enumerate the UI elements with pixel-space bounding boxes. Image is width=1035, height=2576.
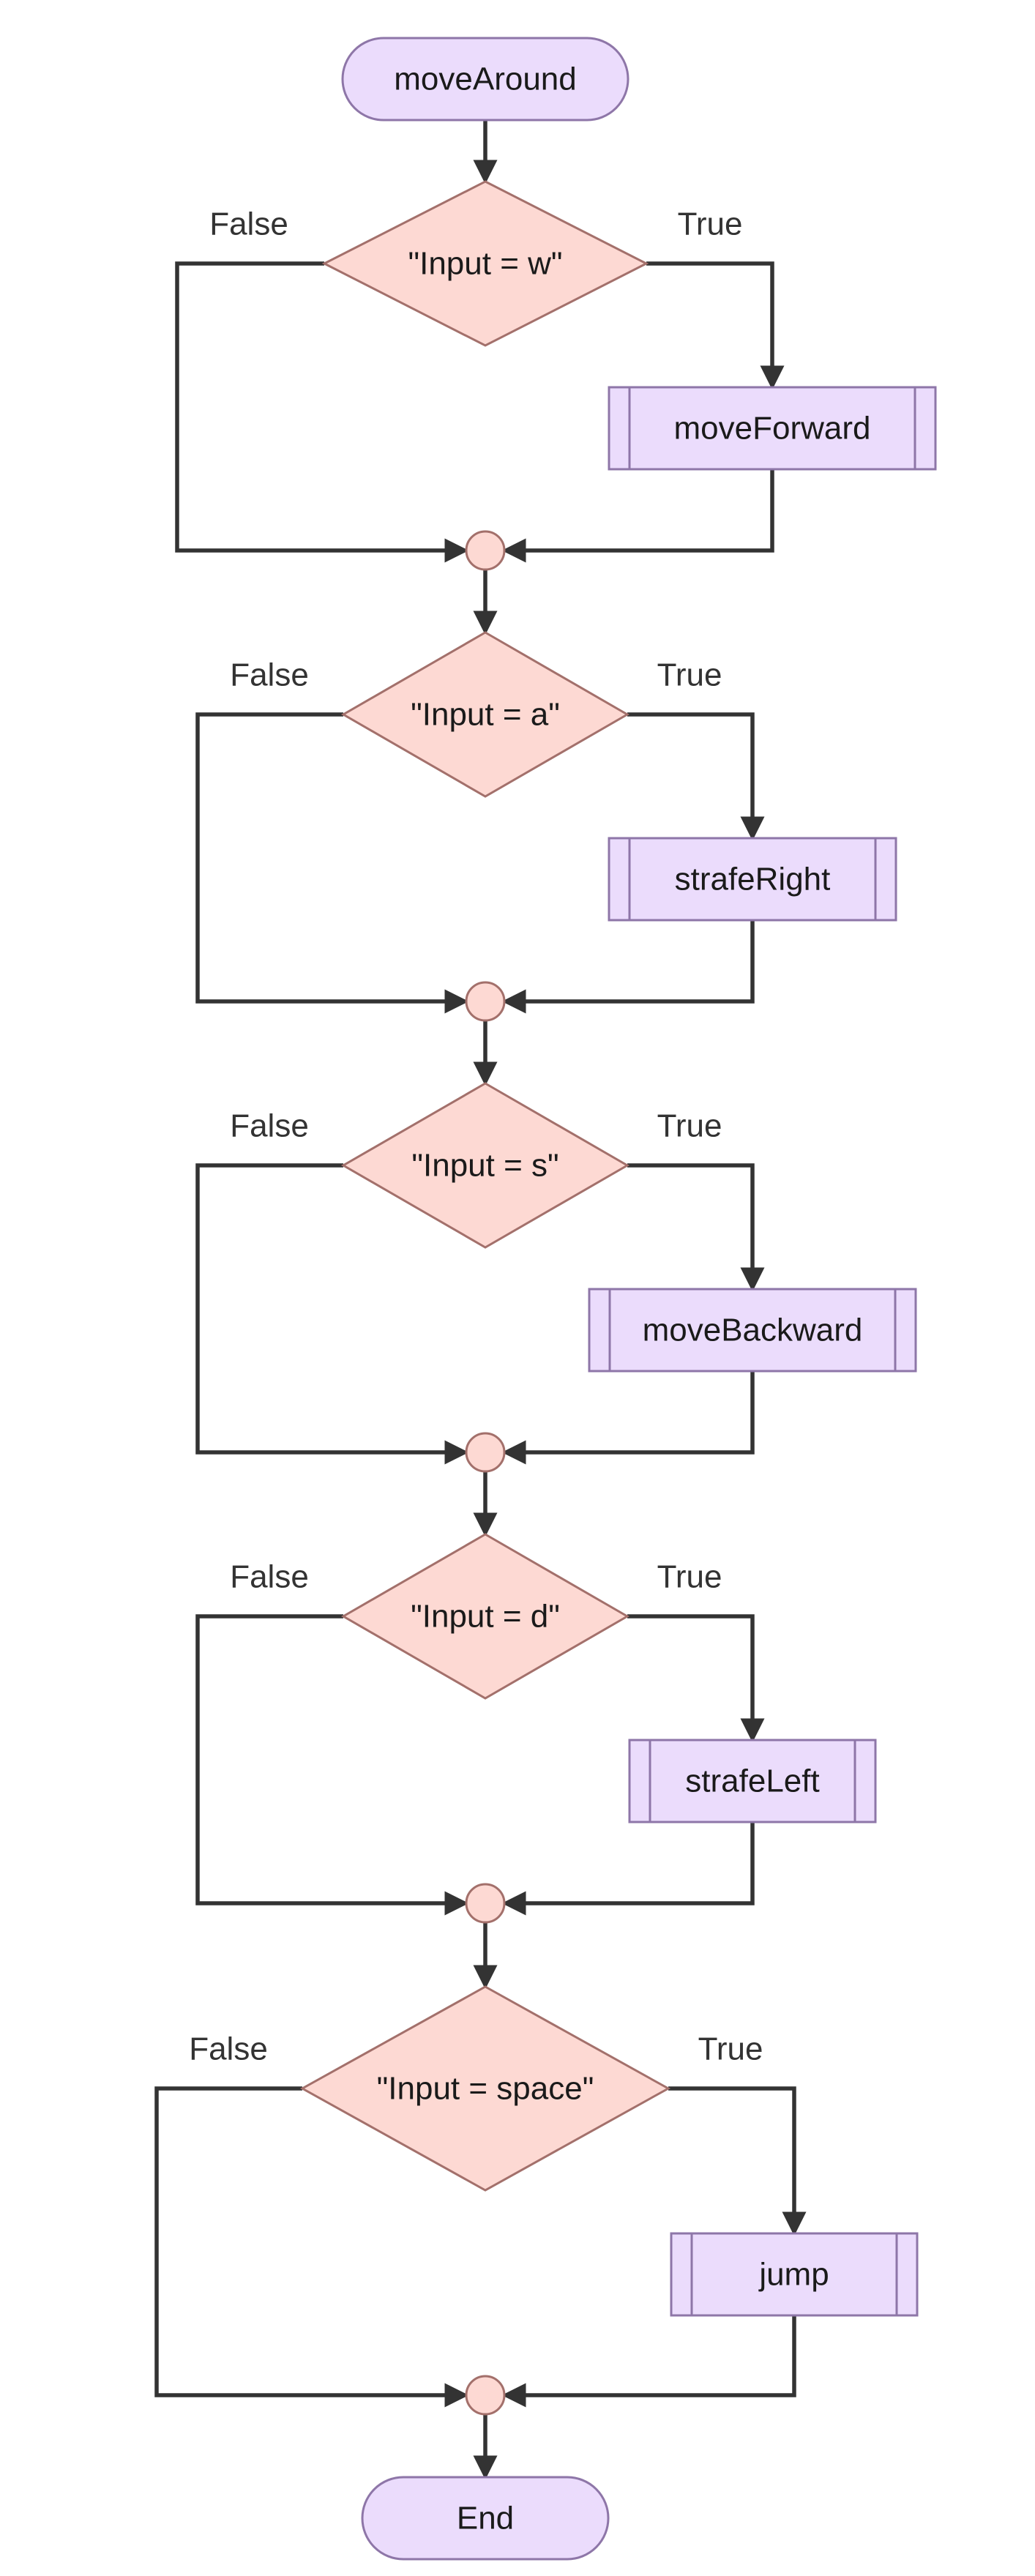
edge-true-branch <box>627 712 765 841</box>
edge-false-branch <box>154 2086 469 2408</box>
edge-true-merge <box>501 2315 796 2408</box>
edge-true-branch <box>668 2086 807 2236</box>
edge-true-branch <box>627 1163 765 1292</box>
edge-true-branch <box>627 1614 765 1743</box>
edge-true-merge <box>501 469 774 563</box>
false-label: False <box>230 1108 309 1144</box>
false-label: False <box>230 1559 309 1595</box>
true-label: True <box>657 1108 722 1144</box>
false-label: False <box>230 657 309 693</box>
merge-junction <box>465 981 506 1022</box>
process-label: moveForward <box>674 411 871 447</box>
true-label: True <box>657 657 722 693</box>
process-node <box>628 1739 877 1823</box>
edge-false-branch <box>195 1614 469 1916</box>
process-node <box>588 1288 917 1373</box>
merge-junction <box>465 530 506 571</box>
edge-true-merge <box>501 1822 755 1916</box>
merge-junction <box>465 1432 506 1473</box>
false-label: False <box>209 206 288 242</box>
end-label: End <box>457 2501 514 2536</box>
process-label: moveBackward <box>643 1313 863 1348</box>
process-label: jump <box>758 2257 829 2293</box>
true-label: True <box>698 2031 763 2067</box>
edge-false-branch <box>195 712 469 1014</box>
decision-label: "Input = w" <box>408 246 562 282</box>
merge-junction <box>465 1883 506 1924</box>
edge-true-merge <box>501 920 755 1014</box>
edge-true-merge <box>501 1371 755 1465</box>
edge-false-branch <box>175 261 469 563</box>
decision-node <box>321 180 649 347</box>
decision-label: "Input = space" <box>377 2071 594 2107</box>
nodes <box>299 37 937 2561</box>
edges <box>154 120 807 2480</box>
end-terminal <box>361 2476 610 2561</box>
start-terminal <box>341 37 629 122</box>
edge-true-branch <box>646 261 785 390</box>
true-label: True <box>678 206 743 242</box>
process-node <box>670 2232 919 2317</box>
process-node <box>608 837 897 922</box>
decision-node <box>299 1985 671 2192</box>
decision-label: "Input = a" <box>411 697 560 733</box>
edge-false-branch <box>195 1163 469 1465</box>
true-label: True <box>657 1559 722 1595</box>
decision-node <box>340 1082 630 1249</box>
decision-node <box>340 1533 630 1700</box>
process-label: strafeLeft <box>685 1763 819 1799</box>
merge-junction <box>465 2375 506 2416</box>
process-label: strafeRight <box>675 862 831 897</box>
decision-label: "Input = d" <box>411 1599 560 1635</box>
decision-node <box>340 631 630 798</box>
false-label: False <box>189 2031 268 2067</box>
start-label: moveAround <box>394 61 576 97</box>
process-node <box>608 386 937 471</box>
decision-label: "Input = s" <box>411 1148 558 1184</box>
